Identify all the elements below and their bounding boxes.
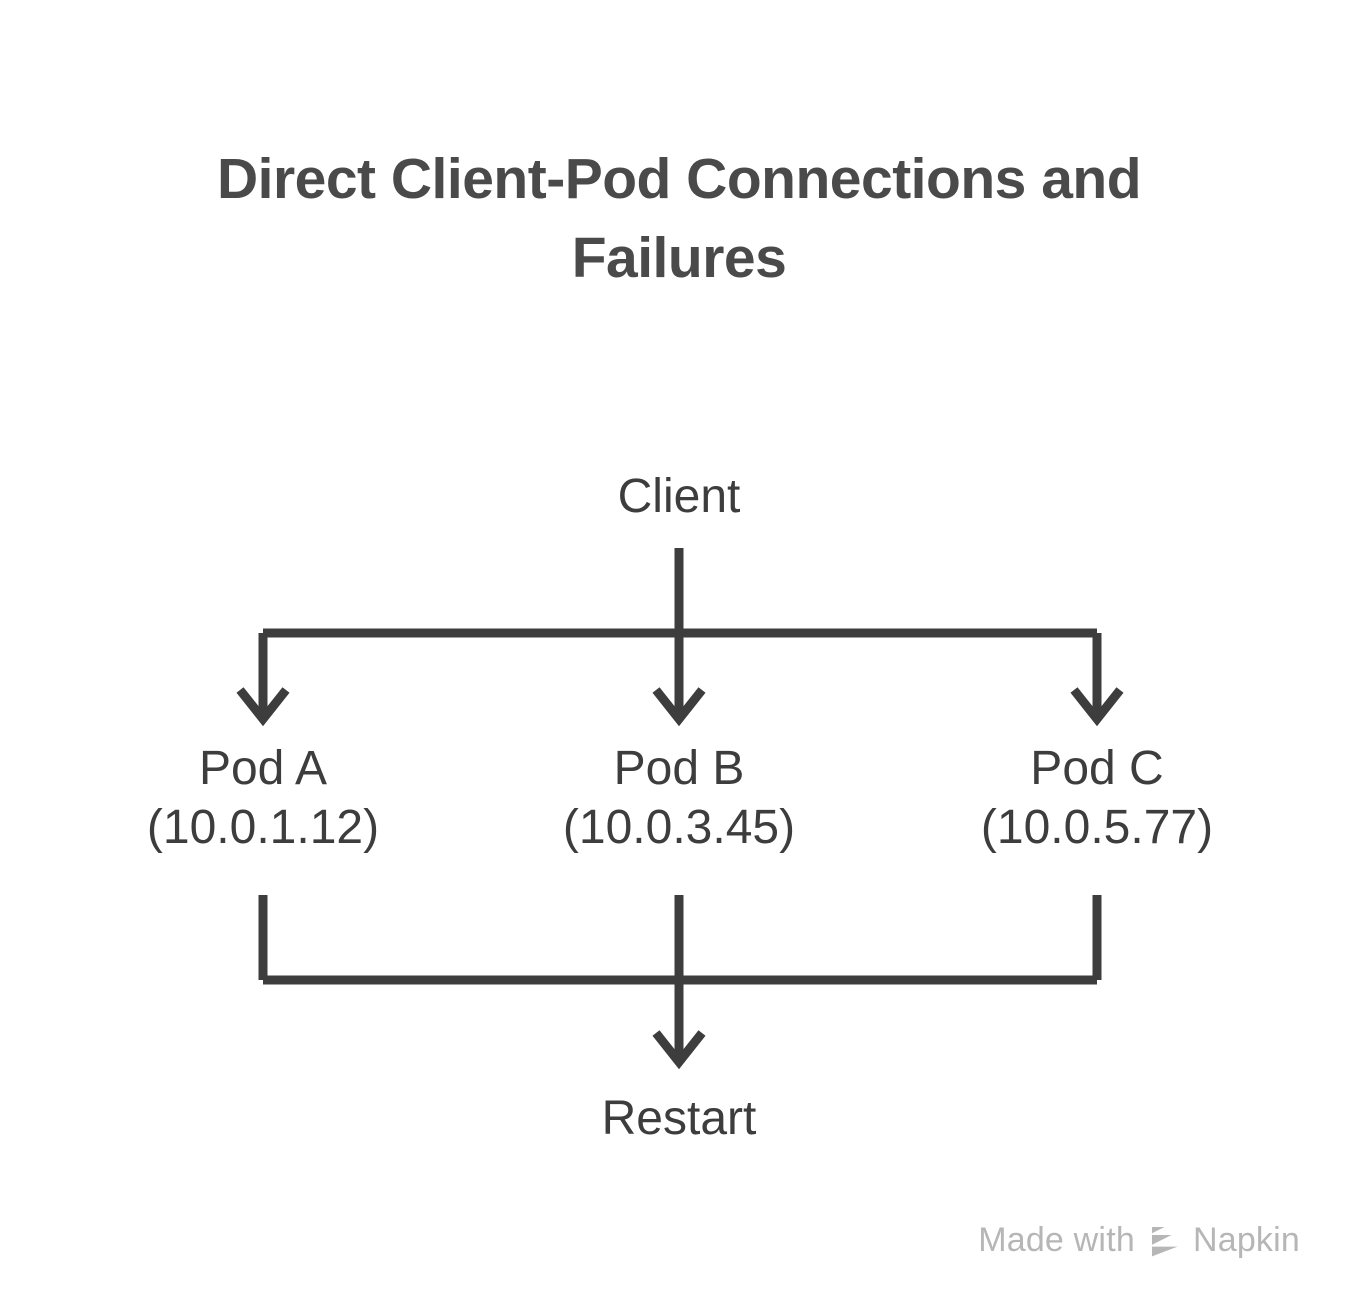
arrowhead-restart — [652, 1030, 706, 1070]
watermark: Made with Napkin — [978, 1221, 1300, 1260]
node-pod-b[interactable]: Pod B (10.0.3.45) — [562, 742, 796, 854]
watermark-made-with-label: Made with — [978, 1221, 1135, 1259]
node-pod-c[interactable]: Pod C (10.0.5.77) — [980, 742, 1214, 854]
node-restart[interactable]: Restart — [601, 1092, 757, 1145]
arrowhead-pod-c — [1070, 687, 1124, 727]
node-client[interactable]: Client — [617, 470, 741, 523]
watermark-brand-label: Napkin — [1192, 1221, 1300, 1259]
page-title: Direct Client-Pod Connections and Failur… — [216, 147, 1142, 290]
arrowhead-pod-b — [652, 687, 706, 727]
napkin-logo-icon — [1151, 1226, 1178, 1256]
arrowhead-pod-a — [236, 687, 290, 727]
node-pod-a[interactable]: Pod A (10.0.1.12) — [146, 742, 380, 854]
